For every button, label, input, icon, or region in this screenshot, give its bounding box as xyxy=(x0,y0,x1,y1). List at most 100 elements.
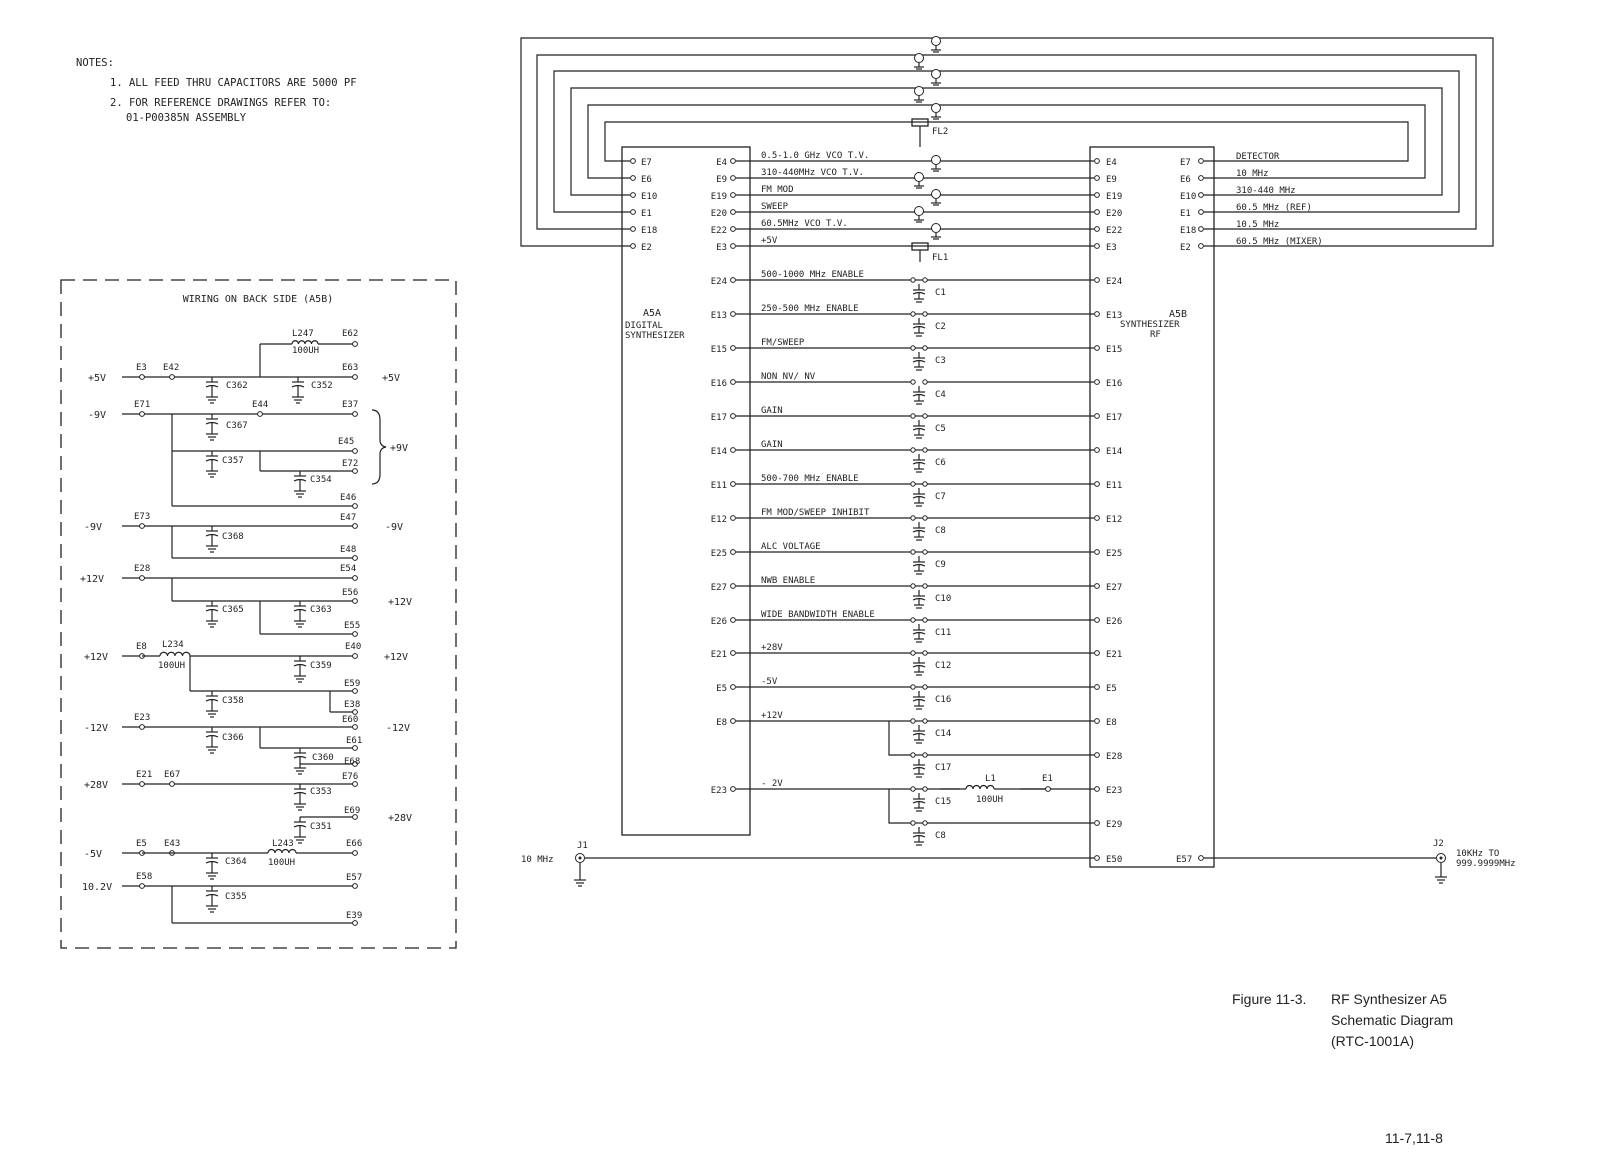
cap-plate-curved xyxy=(205,533,219,537)
feed-thru-ring xyxy=(914,53,924,63)
a5b-outer-pin-label: E6 xyxy=(1180,175,1191,185)
signal-name: NWB ENABLE xyxy=(761,576,815,586)
feed-thru-pin xyxy=(910,752,916,758)
terminal-pin xyxy=(352,341,358,347)
terminal-pin xyxy=(730,718,736,724)
outer-route xyxy=(587,104,1426,179)
feed-thru-cap-label: C4 xyxy=(935,390,946,400)
a5b-pin-label: E22 xyxy=(1106,226,1122,236)
supply-output-label: +12V xyxy=(384,652,408,663)
filter-fl2: FL2 xyxy=(911,118,948,147)
a5b-pin-label: E9 xyxy=(1106,175,1117,185)
feed-thru-cap-label: C3 xyxy=(935,356,946,366)
terminal-pin xyxy=(730,175,736,181)
terminal-pin xyxy=(730,515,736,521)
l1-coil xyxy=(965,784,995,790)
feed-thru-ring xyxy=(931,103,941,113)
terminal-pin xyxy=(630,226,636,232)
terminal-pin xyxy=(1094,379,1100,385)
terminal-label: E45 xyxy=(338,437,354,447)
a5b-outer-pin-label: E10 xyxy=(1180,192,1196,202)
signal-name: - 2V xyxy=(761,779,783,789)
ground-symbol xyxy=(206,742,218,754)
outer-route xyxy=(553,70,1460,213)
a5a-outer-pin-label: E6 xyxy=(641,175,652,185)
terminal-label: E37 xyxy=(342,400,358,410)
terminal-pin xyxy=(630,209,636,215)
signal-name: 500-700 MHz ENABLE xyxy=(761,474,859,484)
signal-name: GAIN xyxy=(761,406,783,416)
ground-symbol xyxy=(294,671,306,683)
a5b-pin-label: E16 xyxy=(1106,379,1122,389)
a5a-outer-pin-label: E1 xyxy=(641,209,652,219)
signal-name: SWEEP xyxy=(761,202,789,212)
a5a-outer-pin-label: E7 xyxy=(641,158,652,168)
signal-name: -5V xyxy=(761,677,778,687)
feed-thru-cap-label: C9 xyxy=(935,560,946,570)
terminal-pin xyxy=(1094,345,1100,351)
a5b-pin-label: E29 xyxy=(1106,820,1122,830)
j1-label: J1 xyxy=(577,841,588,851)
terminal-pin xyxy=(352,523,358,529)
terminal-label: E46 xyxy=(340,493,356,503)
a5a-pin-label: E23 xyxy=(711,786,727,796)
a5a-pin-label: E21 xyxy=(711,650,727,660)
cap-label: C354 xyxy=(310,475,332,485)
terminal-pin xyxy=(139,883,145,889)
terminal-pin xyxy=(1045,786,1051,792)
terminal-pin xyxy=(1198,192,1204,198)
feed-thru-pin xyxy=(910,481,916,487)
terminal-pin xyxy=(730,226,736,232)
terminal-label: E55 xyxy=(344,621,360,631)
terminal-pin xyxy=(730,311,736,317)
feed-thru-pin xyxy=(922,820,928,826)
a5a-pin-label: E22 xyxy=(711,226,727,236)
terminal-pin xyxy=(1094,752,1100,758)
inductor-label: L247 xyxy=(292,329,314,339)
terminal-pin xyxy=(352,555,358,561)
cap-plate-curved xyxy=(912,800,926,804)
input-label: 10 MHz xyxy=(521,855,554,865)
cap-label: C368 xyxy=(222,532,244,542)
cap-plate-curved xyxy=(912,631,926,635)
terminal-pin xyxy=(1094,311,1100,317)
terminal-label: E39 xyxy=(346,911,362,921)
a5a-sub2: SYNTHESIZER xyxy=(625,331,685,341)
page-number: 11-7,11-8 xyxy=(1385,1130,1443,1146)
terminal-label: E66 xyxy=(346,839,362,849)
cap-plate-curved xyxy=(912,529,926,533)
a5a-pin-label: E4 xyxy=(716,158,727,168)
feed-thru-pin xyxy=(922,515,928,521)
terminal-pin xyxy=(1094,243,1100,249)
note-2: 2. FOR REFERENCE DRAWINGS REFER TO: xyxy=(110,97,331,109)
terminal-pin xyxy=(139,374,145,380)
feed-thru-pin xyxy=(922,752,928,758)
supply-label: 10.2V xyxy=(82,882,112,893)
terminal-pin xyxy=(1198,226,1204,232)
ground-symbol xyxy=(294,832,306,844)
feed-thru-cap-label: C7 xyxy=(935,492,946,502)
branch-e23-e29 xyxy=(888,789,911,824)
inductor-l243 xyxy=(267,848,297,854)
feed-thru-pin xyxy=(910,515,916,521)
supply-label: -12V xyxy=(84,723,108,734)
signal-name: WIDE BANDWIDTH ENABLE xyxy=(761,610,875,620)
cap-plate-curved xyxy=(912,834,926,838)
terminal-label: E42 xyxy=(163,363,179,373)
output-label-2: 999.9999MHz xyxy=(1456,859,1516,869)
terminal-label: E68 xyxy=(344,757,360,767)
ground-symbol xyxy=(206,466,218,478)
a5a-outer-pin-label: E18 xyxy=(641,226,657,236)
cap-plate-curved xyxy=(912,766,926,770)
a5b-pin-label: E25 xyxy=(1106,549,1122,559)
feed-thru-pin xyxy=(922,583,928,589)
terminal-label: E54 xyxy=(340,564,356,574)
feed-thru-ring xyxy=(914,172,924,182)
feed-thru-cap-label: C14 xyxy=(935,729,951,739)
